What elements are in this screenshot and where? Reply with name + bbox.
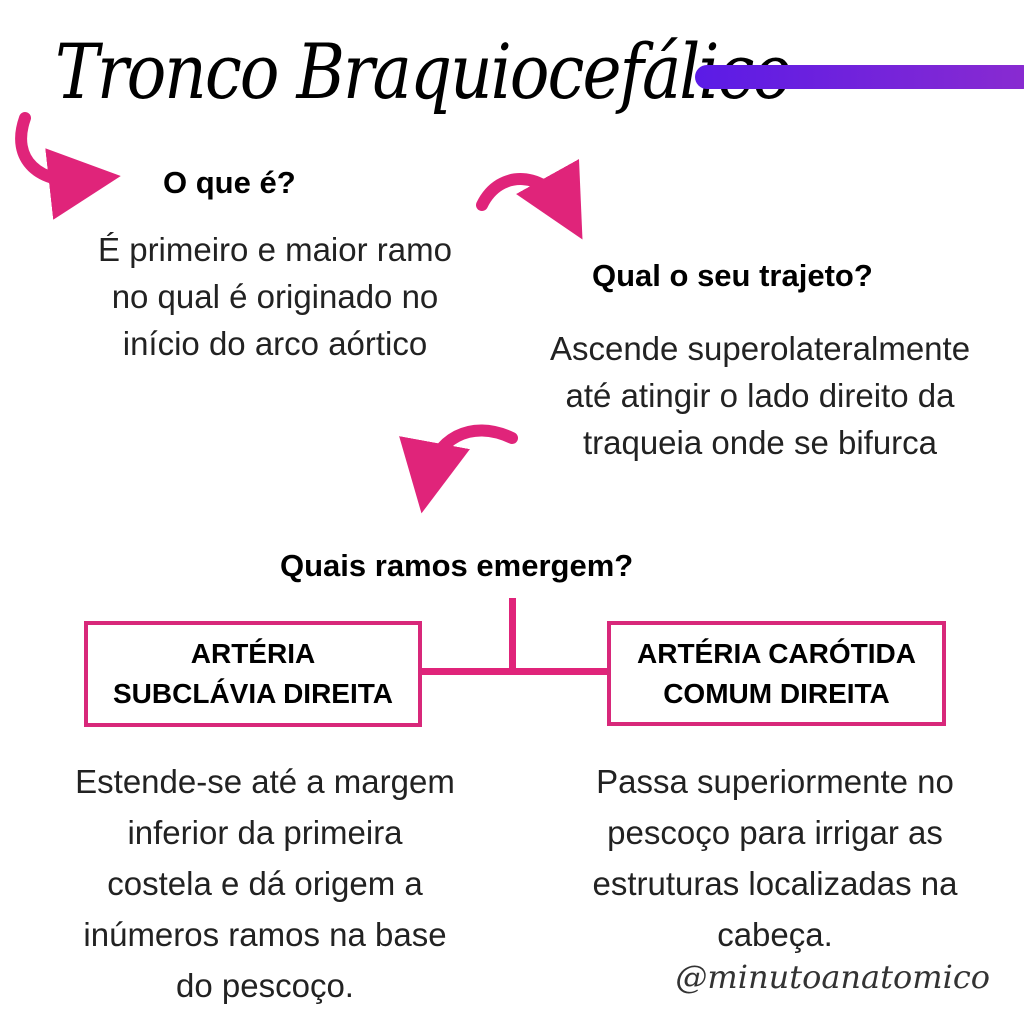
page-title: Tronco Braquiocefálico <box>55 28 792 117</box>
text-line: É primeiro e maior ramo <box>98 231 452 268</box>
text-line: pescoço para irrigar as <box>607 814 943 851</box>
branch-box-carotid: ARTÉRIA CARÓTIDA COMUM DIREITA <box>607 621 946 726</box>
text-line: costela e dá origem a <box>107 865 423 902</box>
text-line: até atingir o lado direito da <box>565 377 955 414</box>
text-line: Ascende superolateralmente <box>549 330 971 367</box>
box-label-line: SUBCLÁVIA DIREITA <box>113 678 393 709</box>
what-heading: O que é? <box>163 165 296 200</box>
decorative-gradient-bar <box>695 65 1024 89</box>
text-line: traqueia onde se bifurca <box>582 424 938 461</box>
author-handle: @minutoanatomico <box>675 958 990 996</box>
text-line: inferior da primeira <box>127 814 403 851</box>
box-label-line: ARTÉRIA CARÓTIDA <box>637 637 916 669</box>
text-line: do pescoço. <box>176 967 354 1004</box>
curved-arrow-icon <box>476 159 583 240</box>
text-line: cabeça. <box>717 916 833 953</box>
box-label-line: ARTÉRIA <box>190 638 316 669</box>
subclavian-description: Estende-se até a margem inferior da prim… <box>20 756 510 1011</box>
curved-arrow-icon <box>15 112 121 220</box>
text-line: Passa superiormente no <box>596 763 954 800</box>
what-description: É primeiro e maior ramo no qual é origin… <box>40 226 510 367</box>
connector-horizontal <box>418 668 610 675</box>
curved-arrow-icon <box>399 424 518 514</box>
path-description: Ascende superolateralmente até atingir o… <box>500 325 1020 466</box>
branch-box-subclavian: ARTÉRIA SUBCLÁVIA DIREITA <box>84 621 422 727</box>
box-label-line: COMUM DIREITA <box>663 677 890 709</box>
text-line: no qual é originado no <box>111 278 439 315</box>
text-line: início do arco aórtico <box>122 325 428 362</box>
path-heading: Qual o seu trajeto? <box>592 258 873 293</box>
text-line: Estende-se até a margem <box>75 763 455 800</box>
carotid-description: Passa superiormente no pescoço para irri… <box>540 756 1010 960</box>
text-line: inúmeros ramos na base <box>83 916 447 953</box>
branches-heading: Quais ramos emergem? <box>280 548 634 583</box>
text-line: estruturas localizadas na <box>592 865 958 902</box>
connector-vertical <box>509 598 516 674</box>
